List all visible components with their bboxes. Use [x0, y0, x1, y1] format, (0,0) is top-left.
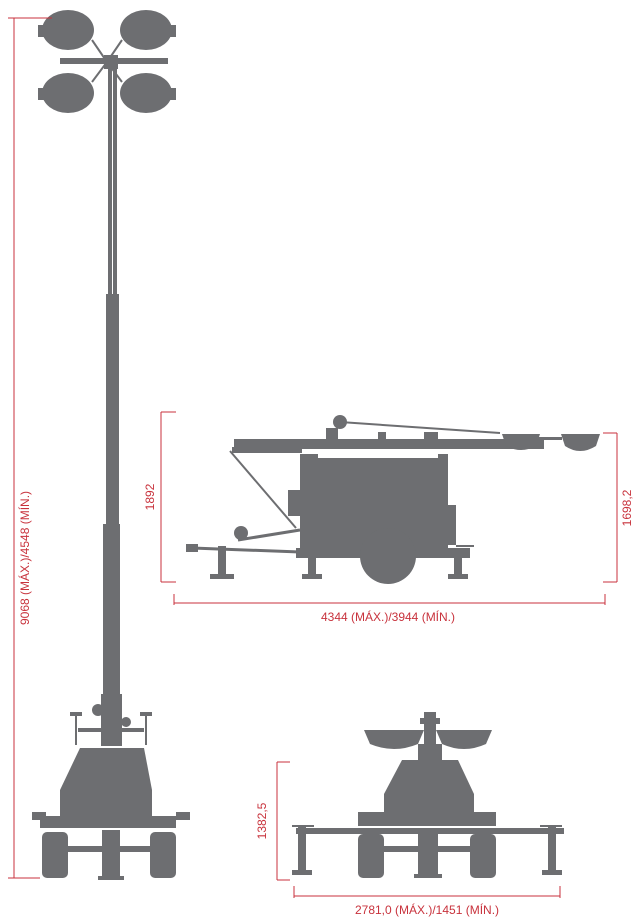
mast-height-label: 9068 (MÁX.)/4548 (MÍN.) [17, 491, 32, 625]
generator-housing-front [32, 748, 190, 828]
side-view-trailer [186, 415, 600, 584]
trailer-wheels-front [42, 830, 176, 880]
dimension-side-right-height: 1698,2 [603, 432, 634, 583]
rear-outriggers [292, 825, 564, 875]
dimension-side-height: 1892 [143, 411, 176, 583]
dimension-side-length: 4344 (MÁX.)/3944 (MÍN.) [173, 594, 606, 624]
floodlight-lamps [38, 10, 176, 113]
side-height-label: 1892 [143, 483, 157, 510]
side-length-label: 4344 (MÁX.)/3944 (MÍN.) [321, 609, 455, 624]
dimension-rear-height: 1382,5 [255, 761, 290, 881]
rear-width-label: 2781,0 (MÁX.)/1451 (MÍN.) [355, 902, 499, 917]
drawbar-and-jockey-wheel [186, 450, 301, 579]
mast-base-fittings [70, 704, 152, 745]
stowed-floodlights [502, 434, 600, 451]
rear-stowed-lamps [364, 712, 492, 762]
dimension-mast-height: 9068 (MÁX.)/4548 (MÍN.) [8, 17, 52, 879]
stowed-mast [232, 415, 544, 453]
front-view-mast-tower [32, 10, 190, 880]
generator-cabinet-rear [358, 760, 496, 826]
telescopic-mast [101, 64, 122, 746]
dimension-rear-width: 2781,0 (MÁX.)/1451 (MÍN.) [293, 886, 561, 917]
rear-height-label: 1382,5 [255, 802, 269, 839]
rear-view-trailer [292, 712, 564, 878]
trailer-wheels-rear [358, 832, 496, 878]
side-right-height-label: 1698,2 [620, 489, 634, 526]
trailer-wheel-side [302, 528, 468, 584]
